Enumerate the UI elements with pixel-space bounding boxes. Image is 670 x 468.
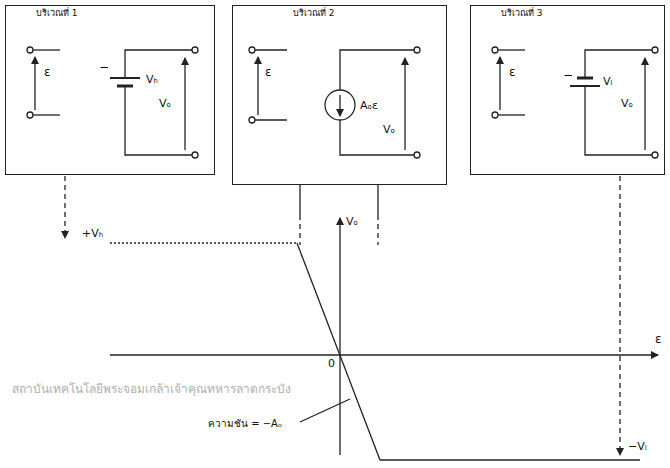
region-box: บริเวณที่ 1 ε − VₕVₒ: [5, 5, 215, 175]
title-text: บริเวณที่ 1: [36, 9, 78, 19]
level-label: −Vₗ: [628, 441, 647, 453]
input-symbol: ε: [509, 66, 516, 79]
level-label: +Vₕ: [82, 228, 103, 240]
origin-label: 0: [328, 358, 335, 370]
axis-label: Vₒ: [346, 216, 358, 228]
output-label: Vₒ: [159, 98, 171, 110]
watermark: สถาบันเทคโนโลยีพระจอมเกล้าเจ้าคุณทหารลาด…: [12, 383, 291, 396]
axis-label: ε: [655, 333, 662, 346]
polarity-sign: −: [563, 69, 573, 82]
source-label: Aₒε: [360, 100, 378, 112]
output-label: Vₒ: [383, 124, 395, 136]
output-label: Vₒ: [621, 98, 633, 110]
source-label: Vₕ: [146, 74, 158, 86]
region-box: บริเวณที่ 3 ε − VₗVₒ: [470, 5, 665, 175]
polarity-sign: −: [99, 61, 109, 74]
source-label: Vₗ: [603, 76, 612, 88]
title-text: บริเวณที่ 2: [293, 9, 335, 19]
region-box: บริเวณที่ 2 εAₒεVₒ: [232, 5, 447, 185]
input-symbol: ε: [44, 66, 51, 79]
slope-label: ความชัน = −Aₒ: [208, 418, 282, 429]
title-text: บริเวณที่ 3: [501, 9, 543, 19]
input-symbol: ε: [265, 66, 272, 79]
